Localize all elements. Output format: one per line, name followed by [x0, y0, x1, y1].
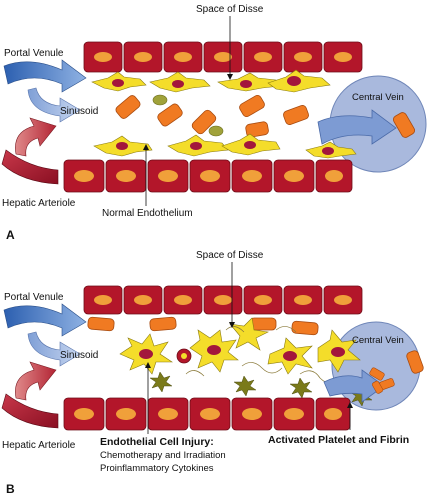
space-of-disse-arrowhead-a: [227, 74, 233, 80]
space-of-disse-label-b: Space of Disse: [196, 250, 264, 261]
panel-letter-a: A: [6, 228, 15, 242]
sinusoid-flow-arrow-a: [317, 109, 397, 145]
hepatocyte-nuclei-bottom-a: [74, 170, 343, 182]
trapped-rbc-core-b: [181, 353, 187, 359]
platelet-label-b: Activated Platelet and Fibrin: [268, 434, 410, 446]
platelet-arrowhead-b: [347, 402, 353, 408]
injury-title-label-b: Endothelial Cell Injury:: [100, 436, 214, 448]
space-of-disse-arrowhead-b: [229, 322, 235, 328]
endothelial-nuclei-top-a: [112, 76, 301, 88]
hepatic-arteriole-curve-a: [1, 149, 59, 185]
portal-venule-arrow-a: [3, 59, 87, 93]
injured-endothelial-nuclei-b: [139, 345, 345, 361]
normal-endothelium-label-a: Normal Endothelium: [102, 208, 193, 219]
endothelial-nuclei-bottom-a: [116, 141, 334, 155]
hepatocyte-nuclei-top-a: [94, 52, 352, 62]
sinusoid-arrow-b: [27, 331, 81, 367]
hepatic-arteriole-label-b: Hepatic Arteriole: [2, 440, 76, 451]
hepatocyte-nuclei-top-b: [94, 295, 352, 305]
sinusoid-flow-arrow-b: [323, 369, 385, 403]
hepatic-arteriole-arrow-a: [15, 117, 57, 157]
kupffer-cells-a: [152, 94, 224, 137]
central-vein-label-a: Central Vein: [352, 92, 404, 103]
portal-venule-label-a: Portal Venule: [4, 48, 64, 59]
normal-endothelium-arrowhead-a: [143, 144, 149, 150]
hepatocyte-nuclei-bottom-b: [74, 408, 342, 420]
panel-b: [1, 262, 424, 434]
injury-arrowhead-b: [145, 362, 151, 368]
sinusoid-label-a: Sinusoid: [60, 106, 99, 117]
central-vein-label-b: Central Vein: [352, 335, 404, 346]
hepatic-arteriole-label-a: Hepatic Arteriole: [2, 198, 76, 209]
clot-in-vein-b: [369, 367, 395, 394]
space-of-disse-label-a: Space of Disse: [196, 4, 264, 15]
injury-line1-label-b: Chemotherapy and Irradiation: [100, 450, 226, 461]
hepatic-arteriole-curve-b: [1, 393, 59, 429]
hepatic-arteriole-arrow-b: [15, 361, 57, 401]
portal-venule-label-b: Portal Venule: [4, 292, 64, 303]
panel-a: [1, 16, 427, 206]
endothelium-bottom-a: [93, 133, 357, 159]
rbcs-b: [87, 316, 424, 374]
sinusoid-label-b: Sinusoid: [60, 350, 99, 361]
portal-venule-arrow-b: [3, 303, 87, 337]
injury-line2-label-b: Proinflammatory Cytokines: [100, 463, 214, 474]
rbcs-a: [115, 95, 415, 138]
panel-letter-b: B: [6, 482, 15, 496]
sinusoid-arrow-a: [27, 87, 81, 123]
